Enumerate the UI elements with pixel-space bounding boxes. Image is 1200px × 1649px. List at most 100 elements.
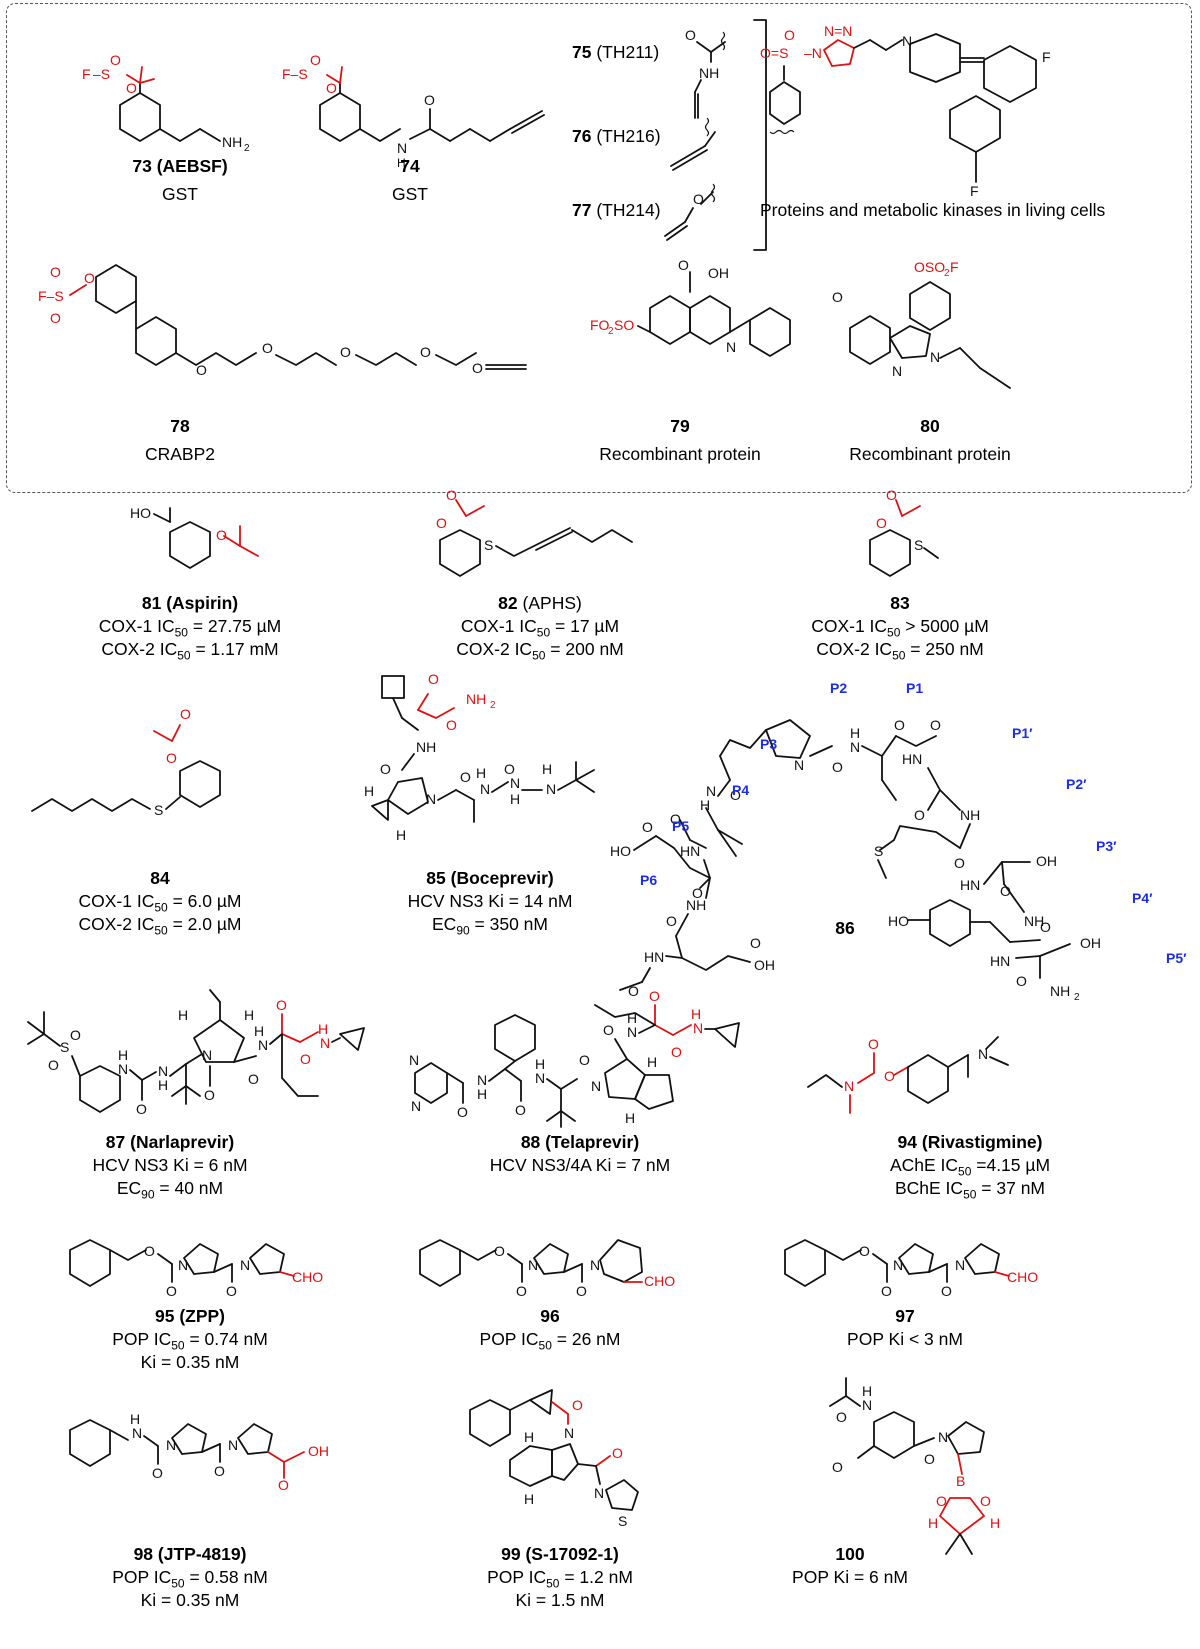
svg-text:O: O: [936, 1493, 947, 1509]
compound-82-ic50-cox2: COX-2 IC50 = 200 nM: [456, 639, 624, 663]
structure-97: O O N O N CHO: [775, 1220, 1038, 1299]
compound-98-ic50: POP IC50 = 0.58 nM: [112, 1567, 268, 1591]
svg-text:N: N: [938, 1429, 948, 1445]
svg-text:H: H: [158, 1077, 168, 1093]
svg-text:HO: HO: [610, 843, 631, 859]
svg-text:O: O: [670, 811, 681, 827]
svg-text:O: O: [326, 80, 337, 96]
compound-99-label: 99 (S-17092-1): [501, 1544, 619, 1564]
compound-82-label: 82 (APHS): [498, 593, 582, 613]
svg-text:O: O: [428, 671, 439, 687]
svg-text:2: 2: [944, 268, 950, 279]
structure-83: O O S: [850, 487, 970, 588]
compound-84-label: 84: [150, 868, 170, 888]
svg-text:O: O: [642, 819, 653, 835]
svg-text:O: O: [515, 1102, 526, 1118]
compound-80-target: Recombinant protein: [849, 444, 1011, 464]
svg-text:O: O: [876, 515, 887, 531]
compound-84-ic50-cox2: COX-2 IC50 = 2.0 µM: [78, 914, 242, 938]
compound-83-label: 83: [890, 593, 910, 613]
svg-text:O: O: [504, 761, 515, 777]
svg-text:O: O: [460, 769, 471, 785]
compound-100-label: 100: [835, 1544, 865, 1564]
svg-text:NH: NH: [466, 691, 486, 707]
svg-text:O: O: [144, 1243, 155, 1259]
svg-text:O: O: [924, 1451, 935, 1467]
compound-98-ki: Ki = 0.35 nM: [140, 1590, 240, 1610]
svg-text:O: O: [666, 913, 677, 929]
compound-95-label: 95 (ZPP): [154, 1306, 226, 1326]
svg-text:OH: OH: [1036, 853, 1057, 869]
svg-text:H: H: [178, 1007, 188, 1023]
svg-text:N: N: [409, 1052, 419, 1068]
svg-text:N: N: [726, 339, 736, 355]
svg-text:HN: HN: [680, 843, 700, 859]
svg-text:N: N: [794, 757, 804, 773]
svg-text:H: H: [318, 1021, 328, 1037]
svg-text:N=N: N=N: [824, 23, 852, 39]
compound-81-ic50-cox2: COX-2 IC50 = 1.17 mM: [101, 639, 279, 663]
svg-text:O: O: [603, 1022, 614, 1038]
compound-78-label: 78: [170, 416, 190, 436]
svg-text:–N: –N: [804, 45, 822, 61]
compound-96-ic50: POP IC50 = 26 nM: [479, 1329, 621, 1353]
svg-text:O: O: [930, 717, 941, 733]
svg-text:O: O: [196, 362, 207, 378]
svg-text:O: O: [84, 270, 95, 286]
svg-text:NH: NH: [222, 134, 242, 150]
svg-text:S: S: [914, 537, 923, 553]
structure-88: NN O NH O HN O N HH O NH O O HN: [409, 988, 765, 1160]
svg-text:O: O: [628, 983, 639, 999]
structure-74: F–SOO NH O: [282, 52, 550, 170]
svg-text:O: O: [750, 935, 761, 951]
svg-text:HO: HO: [130, 505, 151, 521]
svg-text:O: O: [954, 855, 965, 871]
probe-panel: [6, 3, 1192, 493]
svg-text:O: O: [886, 487, 897, 503]
svg-text:O: O: [894, 717, 905, 733]
compound-88-ki: HCV NS3/4A Ki = 7 nM: [489, 1155, 671, 1175]
compound-86-label: 86: [835, 918, 855, 938]
svg-text:F: F: [950, 259, 959, 275]
svg-text:NH: NH: [1050, 983, 1070, 999]
svg-text:O: O: [572, 1397, 583, 1413]
svg-text:CHO: CHO: [292, 1269, 323, 1285]
compound-87-ec90: EC90 = 40 nM: [116, 1178, 224, 1202]
compound-98-label: 98 (JTP-4819): [133, 1544, 247, 1564]
svg-text:O: O: [166, 750, 177, 766]
svg-text:H: H: [118, 1047, 128, 1063]
structure-99: O N H H O N S: [460, 1380, 680, 1529]
svg-text:N: N: [693, 1020, 703, 1036]
compound-87-label: 87 (Narlaprevir): [105, 1132, 235, 1152]
svg-text:2: 2: [608, 326, 614, 337]
svg-text:O: O: [836, 1409, 847, 1425]
compound-74-target: GST: [392, 184, 428, 204]
svg-text:O: O: [678, 257, 689, 273]
svg-text:H: H: [625, 1110, 635, 1126]
svg-text:S: S: [618, 1513, 627, 1529]
svg-text:N: N: [158, 1063, 168, 1079]
svg-text:O: O: [884, 1068, 895, 1084]
svg-text:H: H: [627, 1010, 637, 1026]
compound-99-ki: Ki = 1.5 nM: [515, 1590, 605, 1610]
svg-text:O: O: [671, 1044, 682, 1060]
compound-75-label: 75 (TH211): [572, 42, 660, 62]
svg-text:N: N: [955, 1257, 965, 1273]
svg-text:O: O: [730, 787, 741, 803]
svg-text:N: N: [320, 1035, 330, 1051]
svg-text:H: H: [510, 791, 520, 807]
svg-text:O: O: [126, 80, 137, 96]
svg-text:O: O: [612, 1445, 623, 1461]
svg-text:O: O: [310, 52, 321, 68]
svg-text:O: O: [152, 1465, 163, 1481]
svg-text:O: O: [278, 1477, 289, 1493]
svg-text:O: O: [136, 1101, 147, 1117]
svg-text:H: H: [990, 1515, 1000, 1531]
svg-text:N: N: [528, 1257, 538, 1273]
svg-text:HN: HN: [902, 751, 922, 767]
svg-text:O: O: [832, 289, 843, 305]
svg-text:O: O: [693, 191, 704, 207]
compound-81-label: 81 (Aspirin): [141, 593, 239, 613]
compound-73-label: 73 (AEBSF): [132, 156, 228, 176]
